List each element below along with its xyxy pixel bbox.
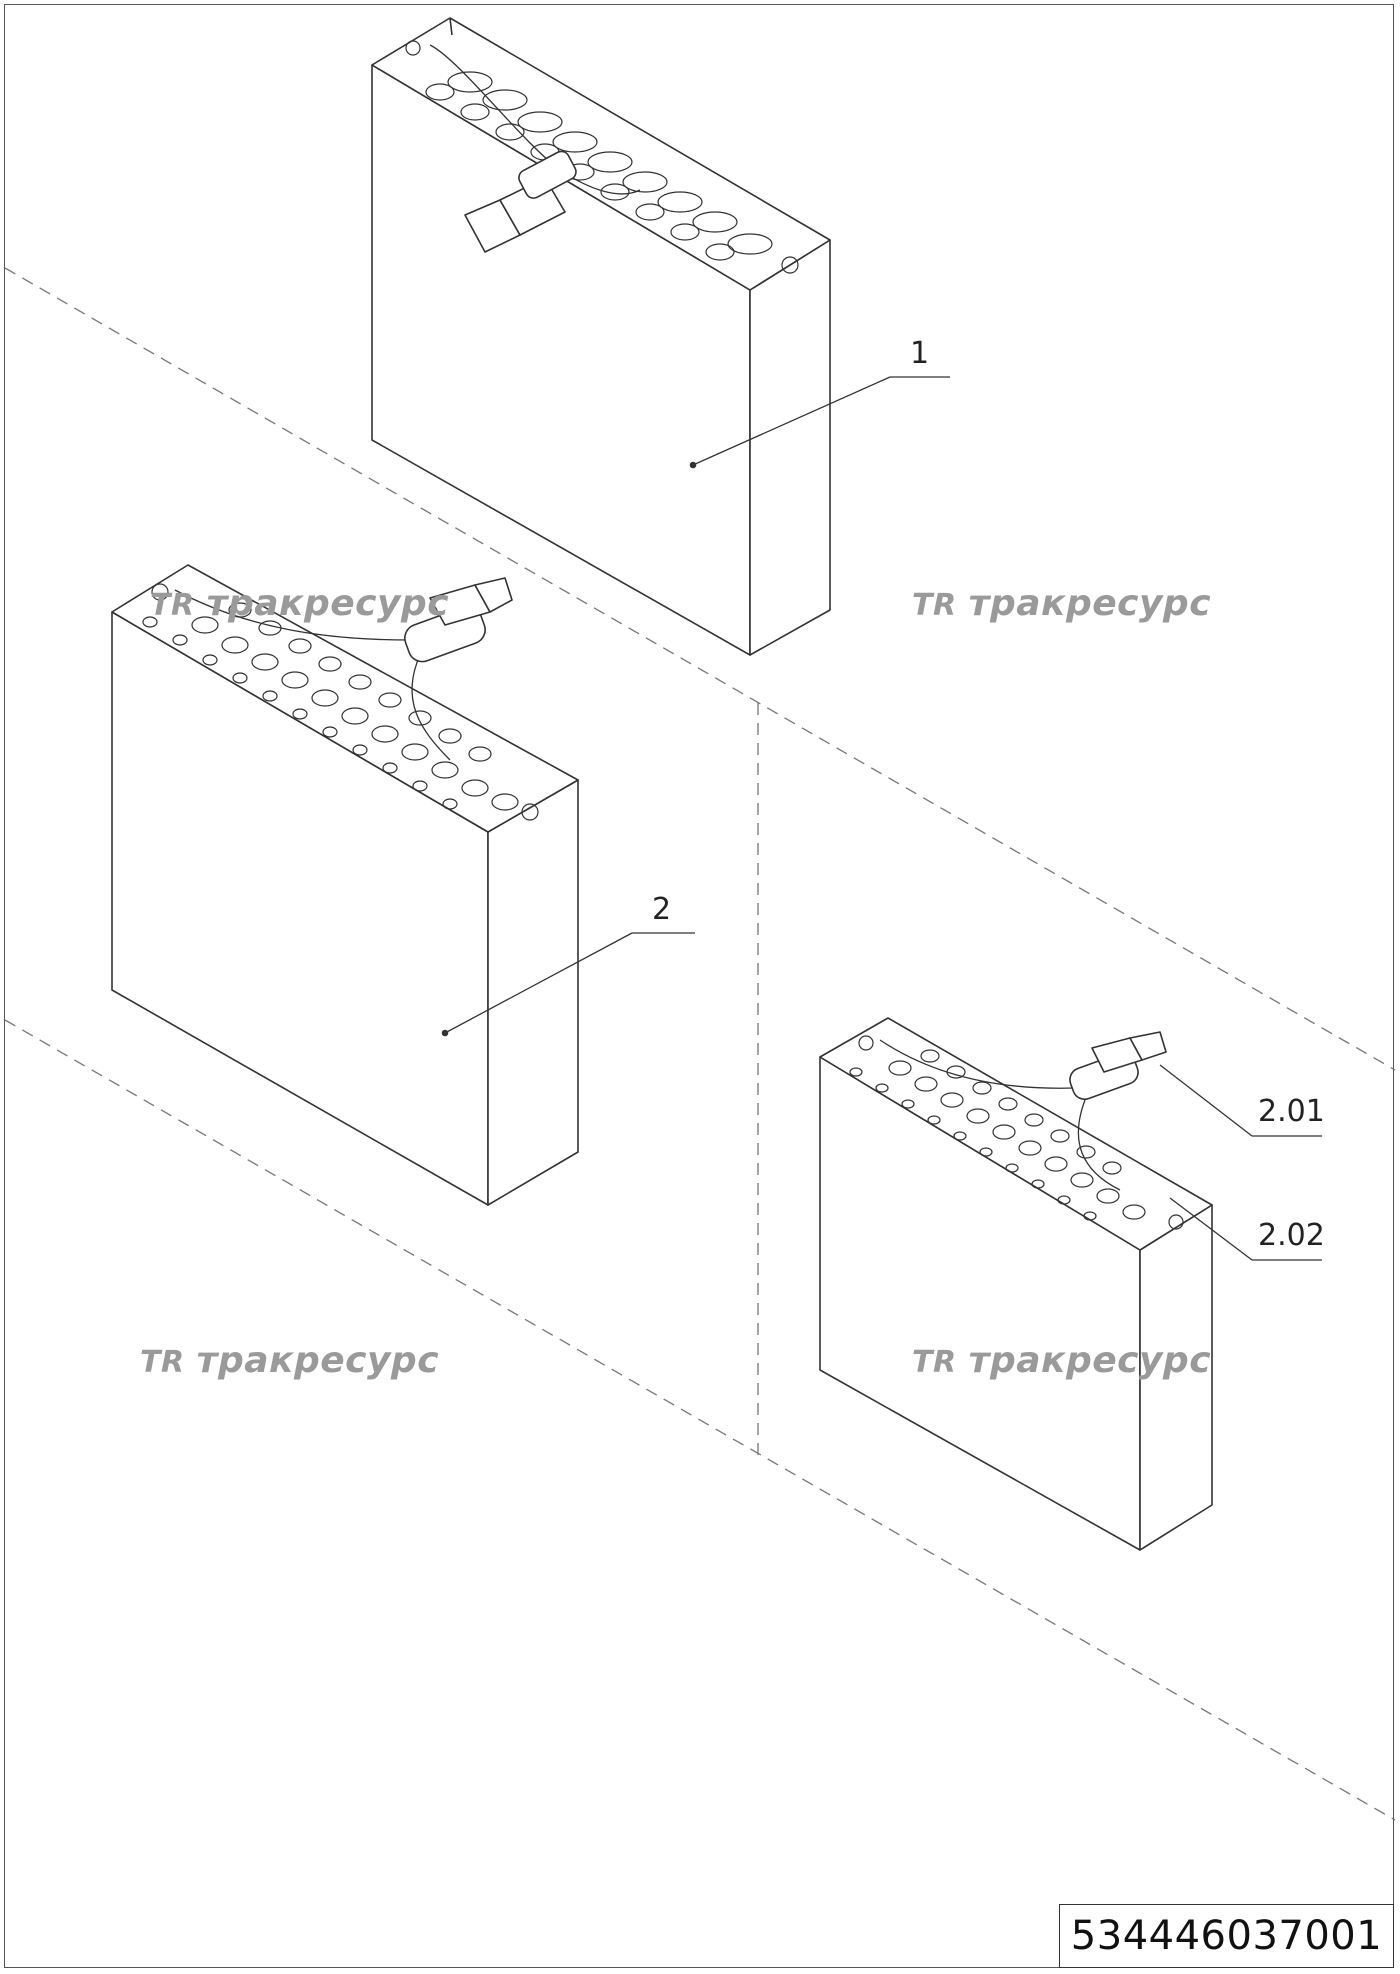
callout-2-02: 2.02 xyxy=(1258,1218,1325,1253)
battery-2 xyxy=(111,564,695,1206)
watermark: TR тракресурс xyxy=(140,1340,439,1381)
callout-2: 2 xyxy=(652,892,672,927)
watermark-text: тракресурс xyxy=(968,1340,1212,1381)
watermark-text: тракресурс xyxy=(196,1340,440,1381)
watermark-text: тракресурс xyxy=(206,583,450,624)
tr-logo-icon: TR xyxy=(912,588,957,623)
tr-logo-icon: TR xyxy=(140,1345,185,1380)
battery-1 xyxy=(371,17,950,656)
section-divider-lines xyxy=(4,267,1396,1821)
tr-logo-icon: TR xyxy=(150,588,195,623)
battery-2-detail xyxy=(819,1017,1322,1551)
callout-1: 1 xyxy=(910,336,930,371)
watermark: TR тракресурс xyxy=(912,1340,1211,1381)
watermark-text: тракресурс xyxy=(968,583,1212,624)
document-number: 534446037001 xyxy=(1059,1904,1394,1968)
watermark: TR тракресурс xyxy=(912,583,1211,624)
watermark: TR тракресурс xyxy=(150,583,449,624)
tr-logo-icon: TR xyxy=(912,1345,957,1380)
callout-2-01: 2.01 xyxy=(1258,1094,1325,1129)
